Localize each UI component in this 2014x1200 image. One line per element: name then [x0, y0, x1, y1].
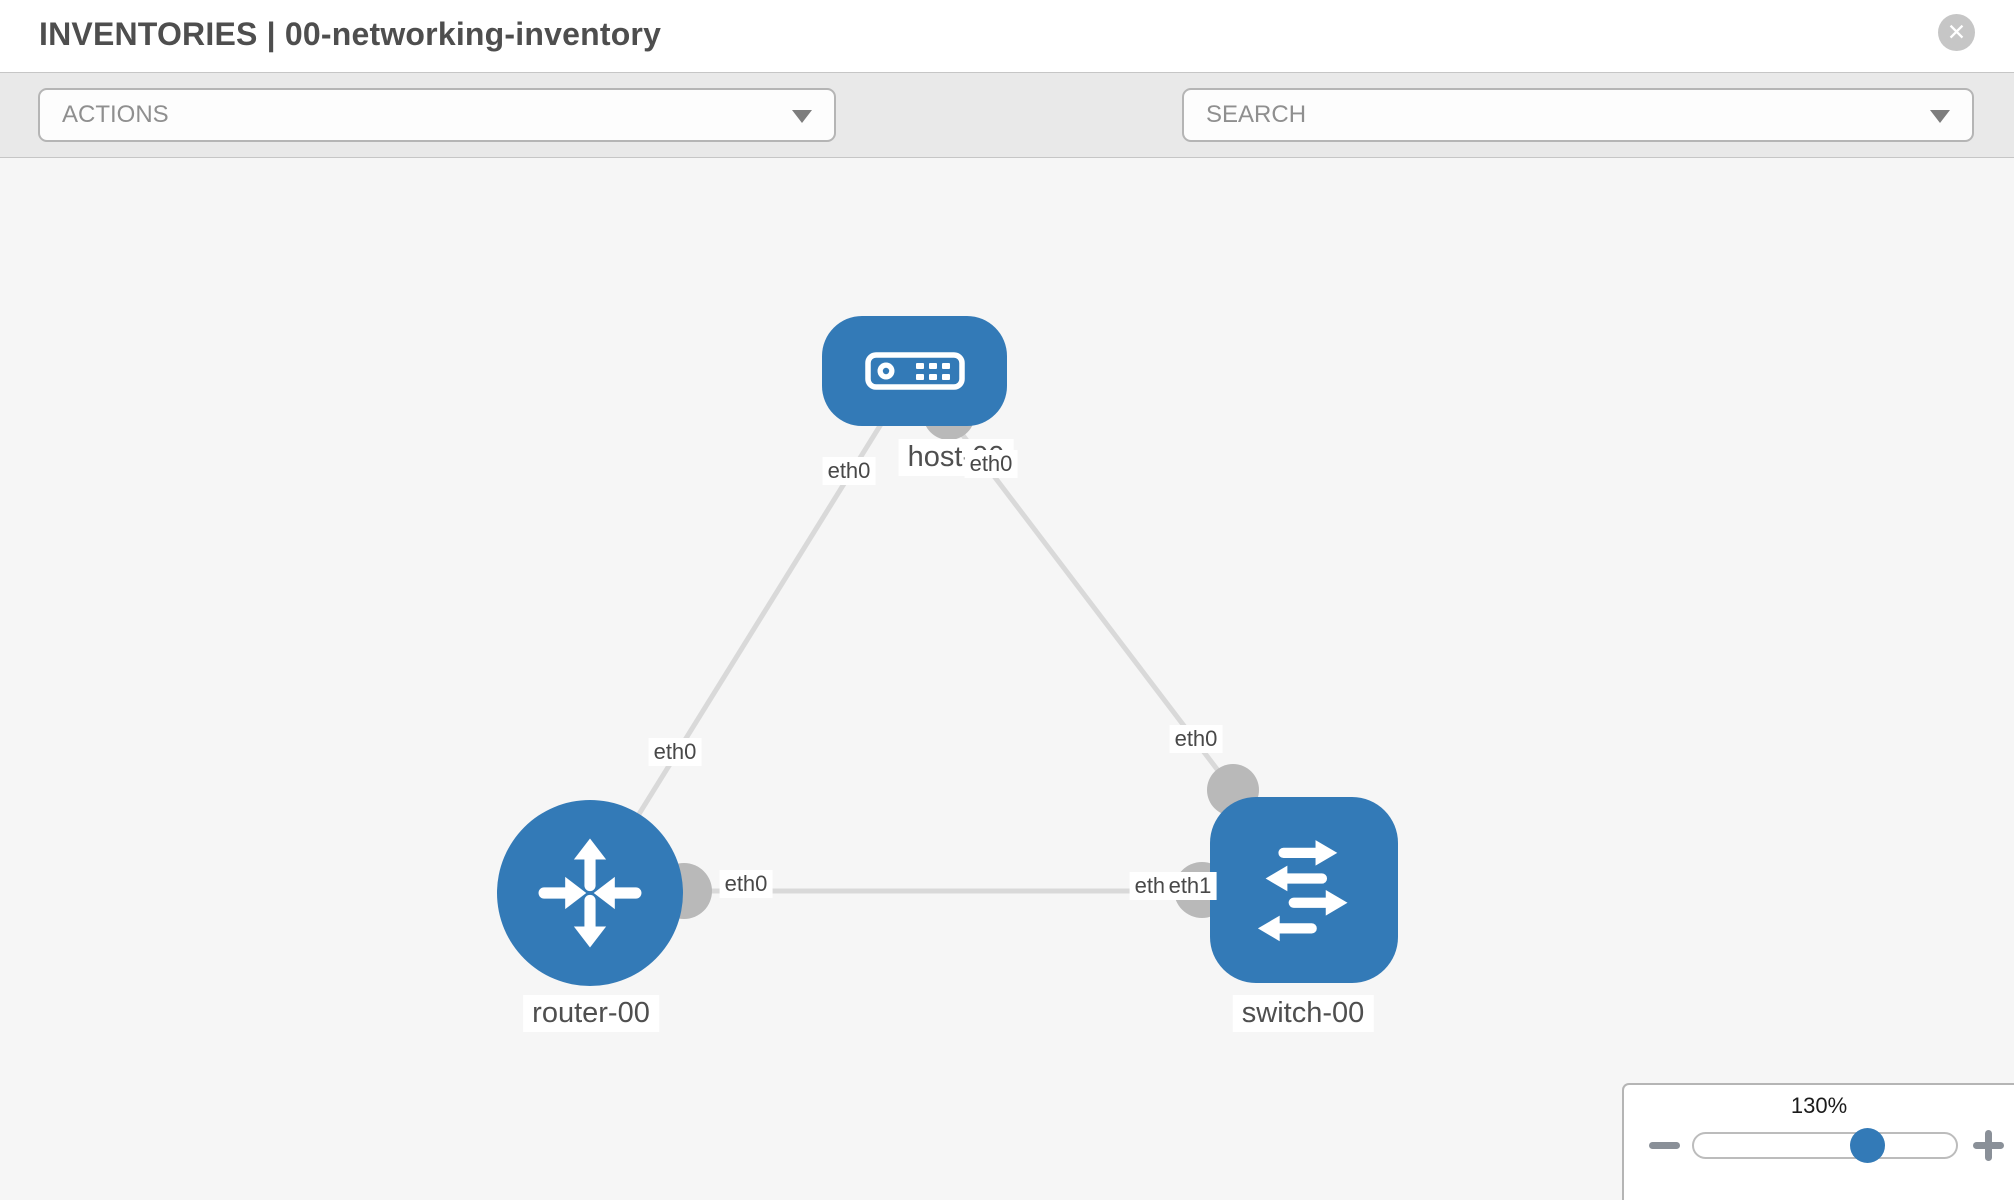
zoom-slider-thumb[interactable] [1850, 1128, 1885, 1163]
router-icon [538, 838, 642, 948]
interface-label-host-to-switch: eth0 [964, 450, 1018, 478]
zoom-out-button[interactable] [1649, 1142, 1680, 1149]
node-label-router: router-00 [523, 995, 659, 1032]
switch-icon [1257, 840, 1348, 942]
chevron-down-icon [792, 110, 812, 123]
chevron-down-icon [1930, 110, 1950, 123]
node-switch-00[interactable] [1210, 797, 1398, 983]
zoom-in-button[interactable] [1973, 1130, 2004, 1161]
topology-graph [587, 369, 1300, 919]
topology-canvas[interactable]: host-00 router-00 switch-00 eth0 eth0 et… [0, 158, 2014, 1200]
close-icon: ✕ [1946, 19, 1967, 45]
host-icon [864, 352, 965, 390]
interface-label-switch-to-host: eth0 [1169, 725, 1223, 753]
actions-dropdown-label: ACTIONS [62, 101, 169, 128]
interface-label-router-to-switch: eth0 [719, 870, 773, 898]
actions-dropdown[interactable]: ACTIONS [38, 88, 836, 142]
zoom-panel: 130% [1622, 1083, 2014, 1200]
zoom-level-label: 130% [1790, 1093, 1848, 1118]
interface-label-switch-to-router: eth1 [1163, 872, 1217, 900]
zoom-slider[interactable] [1692, 1128, 1958, 1163]
interface-label-host-to-router: eth0 [822, 457, 876, 485]
page-title: INVENTORIES | 00-networking-inventory [39, 15, 662, 52]
search-dropdown[interactable]: SEARCH [1182, 88, 1974, 142]
node-label-switch: switch-00 [1232, 995, 1374, 1032]
search-dropdown-label: SEARCH [1206, 101, 1307, 128]
close-button[interactable]: ✕ [1938, 14, 1975, 51]
toolbar: ACTIONS SEARCH [0, 72, 2014, 211]
interface-label-router-to-host: eth0 [648, 738, 702, 766]
header: INVENTORIES | 00-networking-inventory ✕ [0, 0, 2014, 72]
node-host-00[interactable] [822, 316, 1007, 426]
node-router-00[interactable] [497, 800, 683, 986]
